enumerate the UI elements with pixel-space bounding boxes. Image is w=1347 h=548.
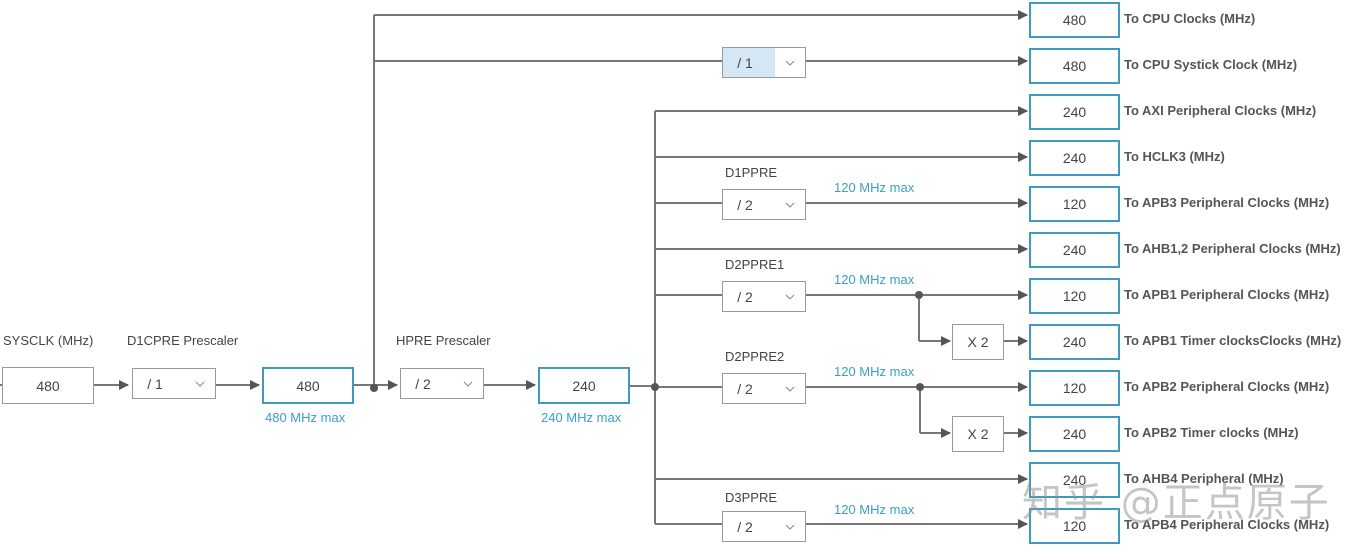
d2ppre1-value: / 2 (737, 288, 753, 305)
chevron-down-icon (775, 190, 805, 219)
chevron-down-icon (775, 48, 805, 77)
output-axi-label: To AXI Peripheral Clocks (MHz) (1124, 103, 1317, 118)
junction-dot (915, 291, 923, 299)
chevron-down-icon (775, 512, 805, 541)
d2ppre2-max: 120 MHz max (834, 364, 915, 379)
hpre-max: 240 MHz max (541, 410, 622, 425)
systick-divider-value: / 1 (723, 48, 775, 77)
sysclk-value-box[interactable]: 480 (2, 367, 94, 404)
output-systick-label: To CPU Systick Clock (MHz) (1124, 57, 1298, 72)
d3ppre-value: / 2 (737, 518, 753, 535)
d1cpre-value: / 1 (147, 375, 163, 392)
output-apb4-value[interactable]: 120 (1029, 508, 1120, 544)
output-apb4-label: To APB4 Peripheral Clocks (MHz) (1124, 517, 1330, 532)
output-apb3-value[interactable]: 120 (1029, 186, 1120, 222)
d1ppre-value: / 2 (737, 196, 753, 213)
d1ppre-select[interactable]: / 2 (722, 189, 806, 220)
output-apb1-value[interactable]: 120 (1029, 278, 1120, 314)
apb1-timer-multiplier: X 2 (952, 324, 1004, 360)
junction-dot (916, 383, 924, 391)
chevron-down-icon (775, 282, 805, 311)
output-hclk3-label: To HCLK3 (MHz) (1124, 149, 1225, 164)
d3ppre-label: D3PPRE (725, 490, 778, 505)
output-apb1-label: To APB1 Peripheral Clocks (MHz) (1124, 287, 1330, 302)
output-apb2-timer-value[interactable]: 240 (1029, 416, 1120, 452)
output-apb3-label: To APB3 Peripheral Clocks (MHz) (1124, 195, 1330, 210)
output-apb2-label: To APB2 Peripheral Clocks (MHz) (1124, 379, 1330, 394)
chevron-down-icon (185, 369, 215, 398)
output-axi-value[interactable]: 240 (1029, 94, 1120, 130)
output-apb2-timer-label: To APB2 Timer clocks (MHz) (1124, 425, 1299, 440)
output-hclk3-value[interactable]: 240 (1029, 140, 1120, 176)
chevron-down-icon (453, 369, 483, 398)
d2ppre1-select[interactable]: / 2 (722, 281, 806, 312)
d3ppre-max: 120 MHz max (834, 502, 915, 517)
d2ppre1-max: 120 MHz max (834, 272, 915, 287)
d1ppre-label: D1PPRE (725, 165, 778, 180)
d1cpre-select[interactable]: / 1 (132, 368, 216, 399)
hpre-value: / 2 (415, 375, 431, 392)
output-cpu-value[interactable]: 480 (1029, 2, 1120, 38)
output-systick-value[interactable]: 480 (1029, 48, 1120, 84)
d1cpre-label: D1CPRE Prescaler (127, 333, 239, 348)
output-apb1-timer-label: To APB1 Timer clocksClocks (MHz) (1124, 333, 1342, 348)
sysclk-label: SYSCLK (MHz) (3, 333, 94, 348)
junction-dot (370, 384, 378, 392)
output-ahb4-value[interactable]: 240 (1029, 462, 1120, 498)
output-ahb12-value[interactable]: 240 (1029, 232, 1120, 268)
output-apb2-value[interactable]: 120 (1029, 370, 1120, 406)
hpre-label: HPRE Prescaler (396, 333, 491, 348)
output-apb1-timer-value[interactable]: 240 (1029, 324, 1120, 360)
output-ahb4-label: To AHB4 Peripheral (MHz) (1124, 471, 1284, 486)
d2ppre2-value: / 2 (737, 380, 753, 397)
d2ppre2-label: D2PPRE2 (725, 349, 785, 364)
d2ppre2-select[interactable]: / 2 (722, 373, 806, 404)
d1cpre-max: 480 MHz max (265, 410, 346, 425)
hpre-select[interactable]: / 2 (400, 368, 484, 399)
output-cpu-label: To CPU Clocks (MHz) (1124, 11, 1256, 26)
chevron-down-icon (775, 374, 805, 403)
watermark: 知乎 @正点原子 (1022, 480, 1331, 526)
output-ahb12-label: To AHB1,2 Peripheral Clocks (MHz) (1124, 241, 1341, 256)
hpre-output-box[interactable]: 240 (538, 367, 630, 404)
d1cpre-output-box[interactable]: 480 (262, 367, 354, 404)
apb2-timer-multiplier: X 2 (952, 416, 1004, 452)
d2ppre1-label: D2PPRE1 (725, 257, 785, 272)
systick-divider-select[interactable]: / 1 (722, 47, 806, 78)
d1ppre-max: 120 MHz max (834, 180, 915, 195)
d3ppre-select[interactable]: / 2 (722, 511, 806, 542)
junction-dot (651, 383, 659, 391)
